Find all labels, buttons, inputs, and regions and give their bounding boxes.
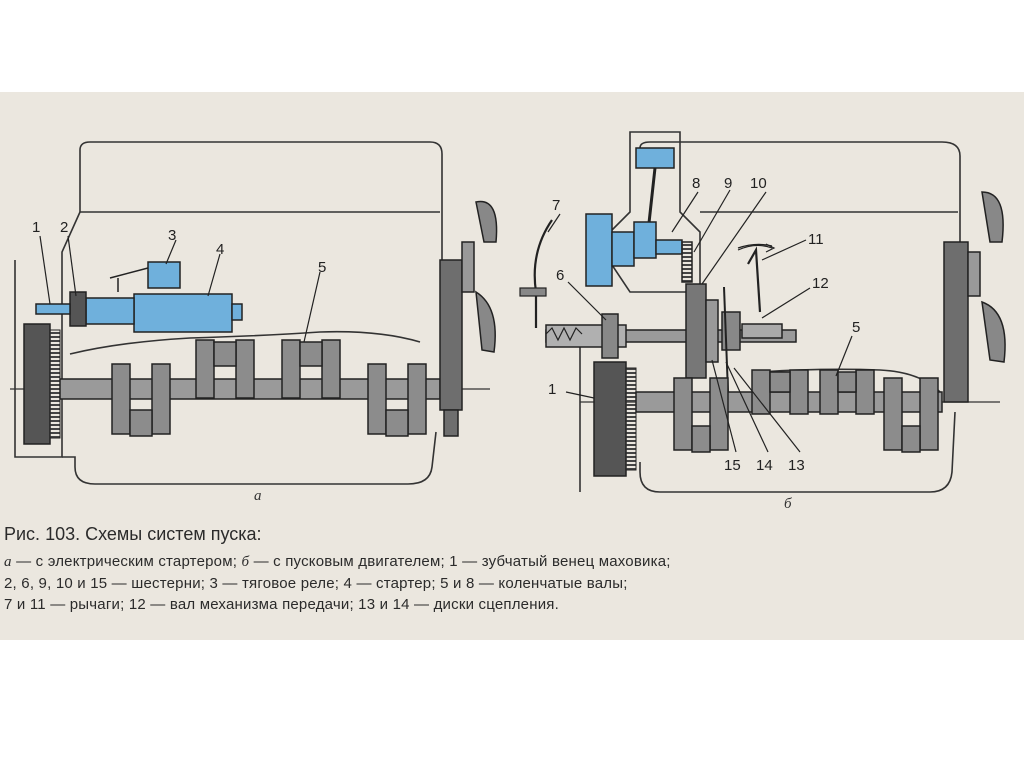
panel-a-label: а	[254, 488, 262, 504]
panel-b-lever-7	[533, 219, 553, 328]
callout-b-13: 13	[788, 457, 805, 474]
callout-a-4: 4	[216, 241, 224, 258]
panel-a-starter	[35, 261, 243, 333]
panel-b-transmission	[545, 283, 797, 393]
caption-line2: 2, 6, 9, 10 и 15 — шестерни; 3 — тяговое…	[4, 575, 628, 592]
caption-body: а — с электрическим стартером; б — с пус…	[4, 551, 1016, 615]
callout-b-15: 15	[724, 457, 741, 474]
callout-a-1: 1	[32, 219, 40, 236]
starting-systems-diagram: 1 2 3 4 5 а	[10, 131, 1006, 512]
panel-a-crankshaft	[59, 339, 441, 437]
panel-a-fan	[439, 200, 498, 437]
callout-b-12: 12	[812, 275, 829, 292]
caption-line1-part2: — с пусковым двигателем; 1 — зубчатый ве…	[249, 553, 671, 570]
caption-a-marker: а	[4, 554, 12, 570]
panel-b-fan	[943, 191, 1006, 403]
figure-plate: 1 2 3 4 5 а	[0, 92, 1024, 640]
callout-b-11: 11	[808, 231, 824, 248]
panel-b-lever-11	[747, 246, 762, 313]
callout-a-5: 5	[318, 259, 326, 276]
callout-b-9: 9	[724, 175, 732, 192]
panel-b-flywheel	[593, 361, 637, 477]
callout-a-3: 3	[168, 227, 176, 244]
panel-a-leaders	[39, 235, 321, 343]
panel-a-frame	[79, 141, 443, 267]
panel-b-crankshaft	[635, 369, 943, 453]
panel-b-starting-engine	[585, 213, 693, 287]
panel-a-flywheel	[23, 323, 61, 445]
callout-a-2: 2	[60, 219, 68, 236]
panel-b-piston	[635, 147, 675, 169]
caption-line3: 7 и 11 — рычаги; 12 — вал механизма пере…	[4, 596, 559, 613]
callout-b-14: 14	[756, 457, 773, 474]
figure-caption: Рис. 103. Схемы систем пуска: а — с элек…	[4, 524, 1016, 615]
callout-b-5: 5	[852, 319, 860, 336]
panel-b-frame	[639, 141, 961, 327]
motion-arrow	[737, 244, 773, 251]
callout-b-1: 1	[548, 381, 556, 398]
caption-line1-part1: — с электрическим стартером;	[11, 553, 242, 570]
caption-title: Рис. 103. Схемы систем пуска:	[4, 524, 262, 544]
panel-b-leaders	[547, 189, 853, 453]
callout-b-6: 6	[556, 267, 564, 284]
caption-b-marker: б	[241, 554, 250, 570]
callout-b-8: 8	[692, 175, 700, 192]
callout-b-10: 10	[750, 175, 767, 192]
panel-b-label: б	[784, 496, 792, 512]
callout-b-7: 7	[552, 197, 560, 214]
